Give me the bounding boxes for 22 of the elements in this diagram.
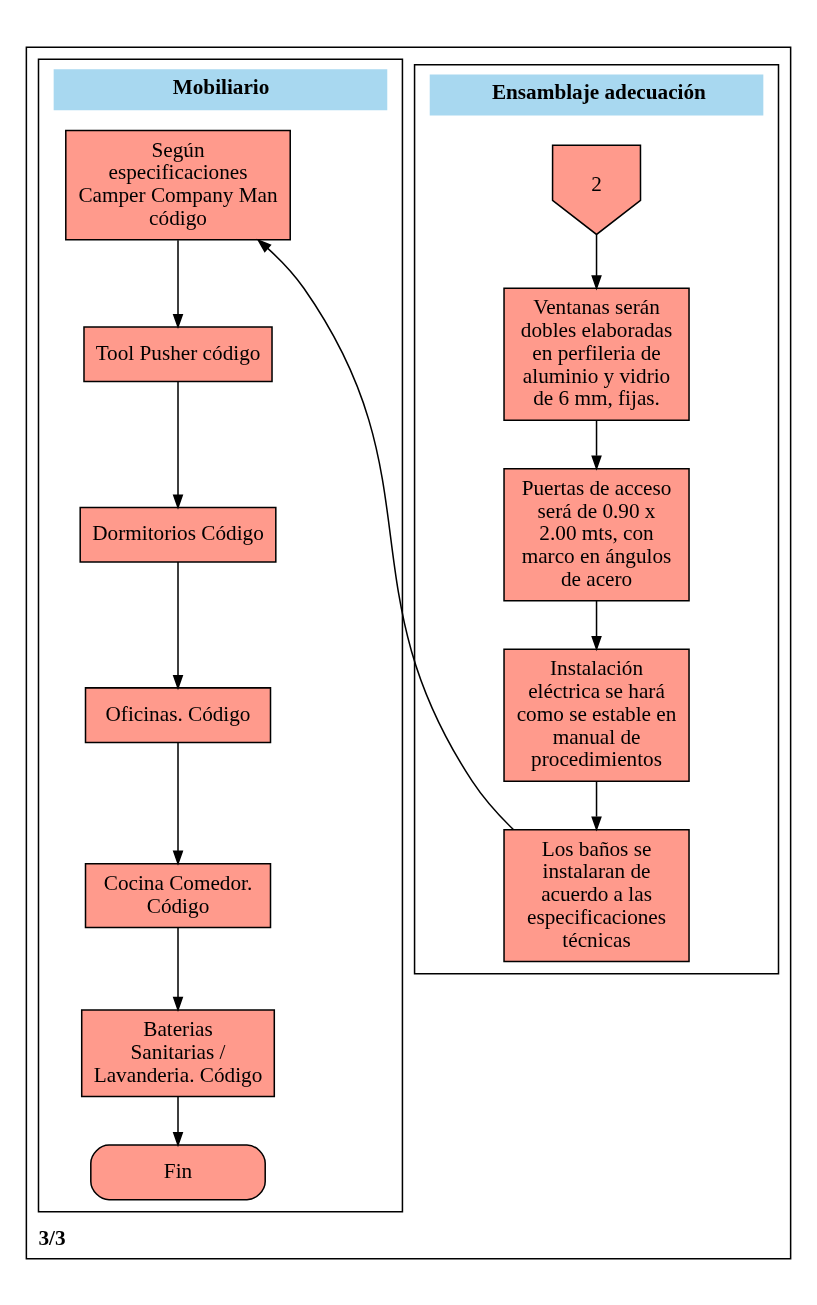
arrow bbox=[172, 926, 184, 1012]
node-box: Oficinas. Código bbox=[84, 686, 272, 743]
node-box: Puertas de acceso será de 0.90 x 2.00 mts, con marco en ángulos de acero bbox=[503, 467, 690, 601]
arrow bbox=[172, 741, 184, 866]
arrow bbox=[172, 560, 184, 690]
node-box: Cocina Comedor. Código bbox=[84, 862, 272, 928]
node-box: Fin bbox=[90, 1143, 266, 1200]
node-box: Ventanas serán dobles elaboradas en perfileria de aluminio y vidrio de 6 mm, fijas. bbox=[503, 287, 690, 421]
node-box: Los baños se instalaran de acuerdo a las especificaciones técnicas bbox=[503, 828, 690, 962]
arrow bbox=[172, 380, 184, 510]
arrow bbox=[172, 238, 184, 329]
node-box: Instalación eléctrica se hará como se estable en manual de procedimientos bbox=[503, 647, 690, 782]
arrow bbox=[172, 1095, 184, 1147]
arrow bbox=[256, 238, 515, 830]
arrow bbox=[591, 599, 602, 651]
node-box: Baterias Sanitarias / Lavanderia. Código bbox=[80, 1008, 276, 1097]
arrow bbox=[591, 233, 602, 290]
node-box: Según especificaciones Camper Company Man código bbox=[65, 129, 291, 241]
arrow bbox=[591, 419, 602, 471]
node-box: Tool Pusher código bbox=[83, 325, 273, 382]
node-box: Dormitorios Código bbox=[79, 506, 277, 563]
arrow bbox=[591, 780, 602, 832]
